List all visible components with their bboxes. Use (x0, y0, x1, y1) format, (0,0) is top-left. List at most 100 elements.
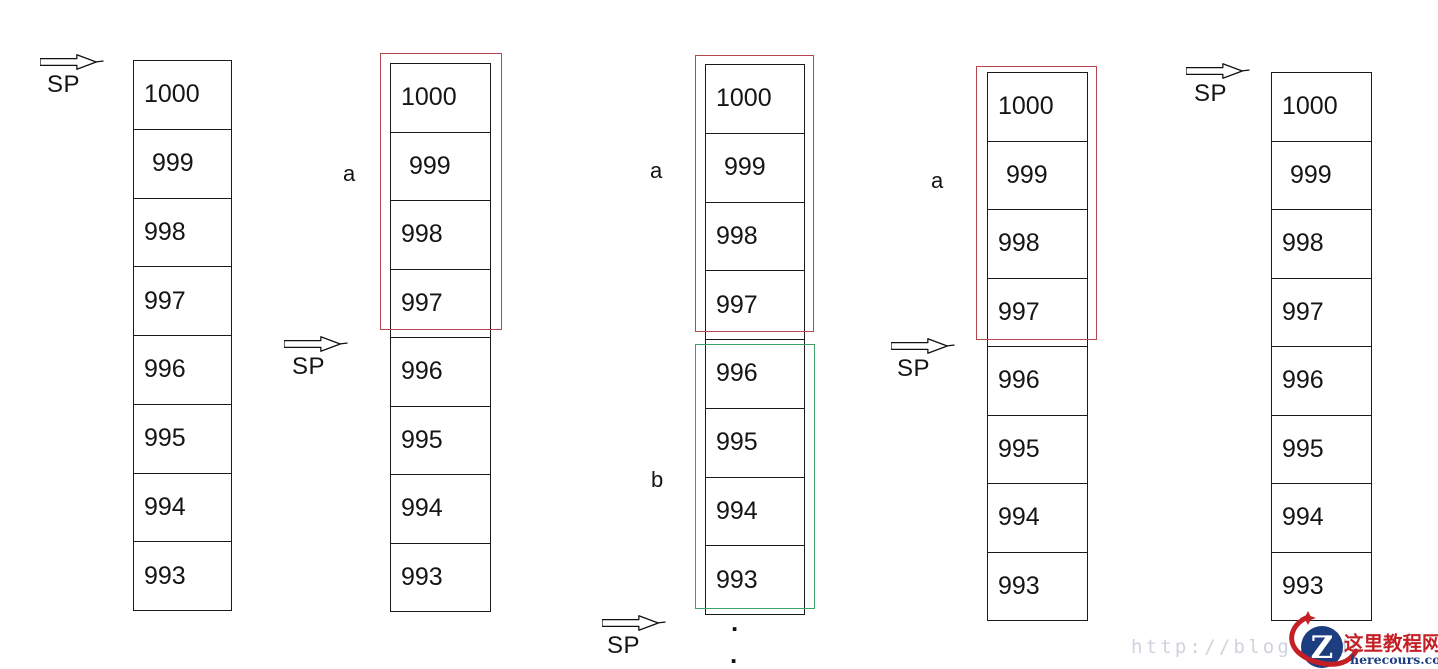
continuation-dot: . (731, 607, 739, 637)
stack-cell: 998 (1272, 210, 1371, 279)
stack-cell: 1000 (134, 61, 231, 130)
stack-cell: 995 (134, 405, 231, 474)
stack-cell: 998 (706, 203, 804, 272)
cell-address: 1000 (1282, 92, 1338, 121)
stack-cell: 996 (706, 340, 804, 409)
stack-cell: 993 (706, 546, 804, 614)
cell-address: 994 (716, 496, 758, 525)
cell-address: 999 (724, 153, 766, 182)
stack-cell: 999 (134, 130, 231, 199)
cell-address: 998 (716, 221, 758, 250)
stack-cell: 997 (706, 271, 804, 340)
stack-cell: 993 (988, 553, 1087, 621)
cell-address: 997 (716, 290, 758, 319)
stack-column-1: 1000 999 998 997 996 995 994 993 (133, 60, 232, 611)
cell-address: 998 (1282, 229, 1324, 258)
cell-address: 994 (144, 492, 186, 521)
cell-address: 1000 (401, 83, 457, 112)
stack-cell: 994 (1272, 484, 1371, 553)
cell-address: 993 (144, 561, 186, 590)
cell-address: 998 (144, 217, 186, 246)
cell-address: 996 (1282, 366, 1324, 395)
stack-cell: 997 (134, 267, 231, 336)
stack-cell: 994 (134, 474, 231, 543)
cell-address: 993 (998, 571, 1040, 600)
logo-site-domain: herecours.com (1350, 652, 1438, 667)
stack-cell: 996 (391, 338, 490, 407)
cell-address: 1000 (716, 84, 772, 113)
cell-address: 997 (401, 288, 443, 317)
cell-address: 995 (1282, 434, 1324, 463)
cell-address: 997 (1282, 297, 1324, 326)
stack-cell: 999 (1272, 142, 1371, 210)
stack-cell: 993 (1272, 553, 1371, 621)
cell-address: 999 (1006, 160, 1048, 189)
stack-cell: 996 (1272, 347, 1371, 416)
region-b-frame (695, 344, 815, 609)
stack-cell: 998 (988, 210, 1087, 279)
stack-column-5: 1000 999 998 997 996 995 994 993 (1271, 72, 1372, 621)
stack-cell: 994 (988, 484, 1087, 553)
stack-column-2: 1000 999 998 997 996 995 994 993 (390, 63, 491, 612)
cell-address: 994 (998, 503, 1040, 532)
cell-address: 999 (1290, 160, 1332, 189)
stack-cell: 999 (391, 133, 490, 201)
cell-address: 993 (1282, 571, 1324, 600)
region-b-label: b (651, 467, 664, 492)
stack-cell: 997 (1272, 279, 1371, 347)
stack-cell: 995 (706, 409, 804, 478)
stack-cell: 995 (391, 407, 490, 475)
cell-address: 997 (998, 297, 1040, 326)
stack-cell: 993 (391, 544, 490, 612)
sp-arrow-icon (602, 615, 666, 631)
sp-label: SP (607, 632, 641, 659)
logo-orbit-swoosh (1289, 614, 1359, 667)
cell-address: 998 (998, 229, 1040, 258)
cell-address: 995 (716, 428, 758, 457)
logo-sparkle (1300, 611, 1316, 625)
region-a-frame (695, 55, 814, 332)
stack-cell: 993 (134, 542, 231, 610)
cell-address: 994 (401, 494, 443, 523)
logo-circle (1301, 626, 1343, 668)
region-a-label: a (931, 168, 944, 193)
region-a-frame (976, 66, 1097, 340)
cell-address: 995 (144, 424, 186, 453)
cell-address: 998 (401, 220, 443, 249)
cell-address: 996 (998, 366, 1040, 395)
cell-address: 997 (144, 286, 186, 315)
region-a-label: a (343, 161, 356, 186)
stack-cell: 996 (988, 347, 1087, 416)
stack-cell: 995 (1272, 416, 1371, 484)
logo-swoosh-icon: Z (1289, 611, 1359, 668)
sp-label: SP (292, 353, 326, 380)
stack-column-4: 1000 999 998 997 996 995 994 993 (987, 72, 1088, 621)
cell-address: 1000 (144, 80, 200, 109)
sp-label: SP (897, 355, 931, 382)
cell-address: 999 (409, 151, 451, 180)
cell-address: 993 (716, 565, 758, 594)
cell-address: 996 (401, 357, 443, 386)
region-a-frame (380, 53, 502, 330)
stack-cell: 996 (134, 336, 231, 405)
stack-cell: 997 (391, 270, 490, 338)
cell-address: 999 (152, 149, 194, 178)
stack-cell: 998 (391, 201, 490, 270)
sp-label: SP (47, 71, 81, 98)
stack-cell: 995 (988, 416, 1087, 484)
stack-cell: 999 (706, 134, 804, 203)
logo-monogram: Z (1311, 630, 1334, 666)
cell-address: 996 (716, 359, 758, 388)
sp-arrow-icon (284, 336, 348, 352)
cell-address: 994 (1282, 503, 1324, 532)
stack-cell: 994 (391, 475, 490, 544)
cell-address: 995 (401, 425, 443, 454)
cell-address: 1000 (998, 92, 1054, 121)
stack-cell: 997 (988, 279, 1087, 347)
stack-cell: 1000 (391, 64, 490, 133)
site-logo: Z 这里教程网 herecours.com (1289, 611, 1438, 668)
cell-address: 993 (401, 562, 443, 591)
stack-column-3: 1000 999 998 997 996 995 994 993 (705, 64, 805, 615)
stack-cell: 1000 (988, 73, 1087, 142)
